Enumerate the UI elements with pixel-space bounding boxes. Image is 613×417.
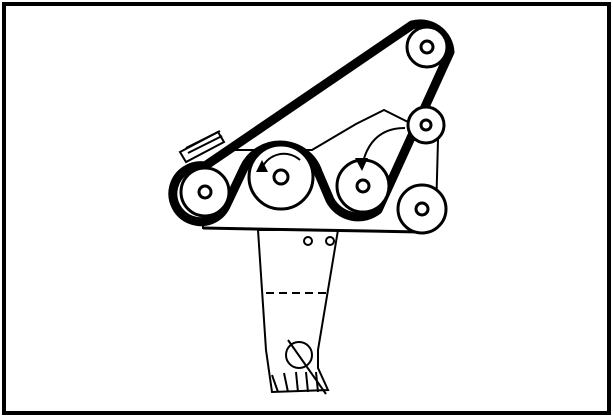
center-rotation-arrow-icon (261, 152, 301, 169)
bracket-bolt-2 (325, 236, 335, 246)
mounting-bracket (256, 229, 340, 395)
pulley-right-lower (335, 127, 406, 214)
pulley-right-small (406, 105, 446, 145)
bracket-bolt-1 (303, 236, 313, 246)
pulley-center (247, 143, 315, 211)
pulley-top-right (405, 25, 449, 69)
pulley-far-right (396, 183, 448, 235)
pulley-left-idler (179, 166, 231, 218)
